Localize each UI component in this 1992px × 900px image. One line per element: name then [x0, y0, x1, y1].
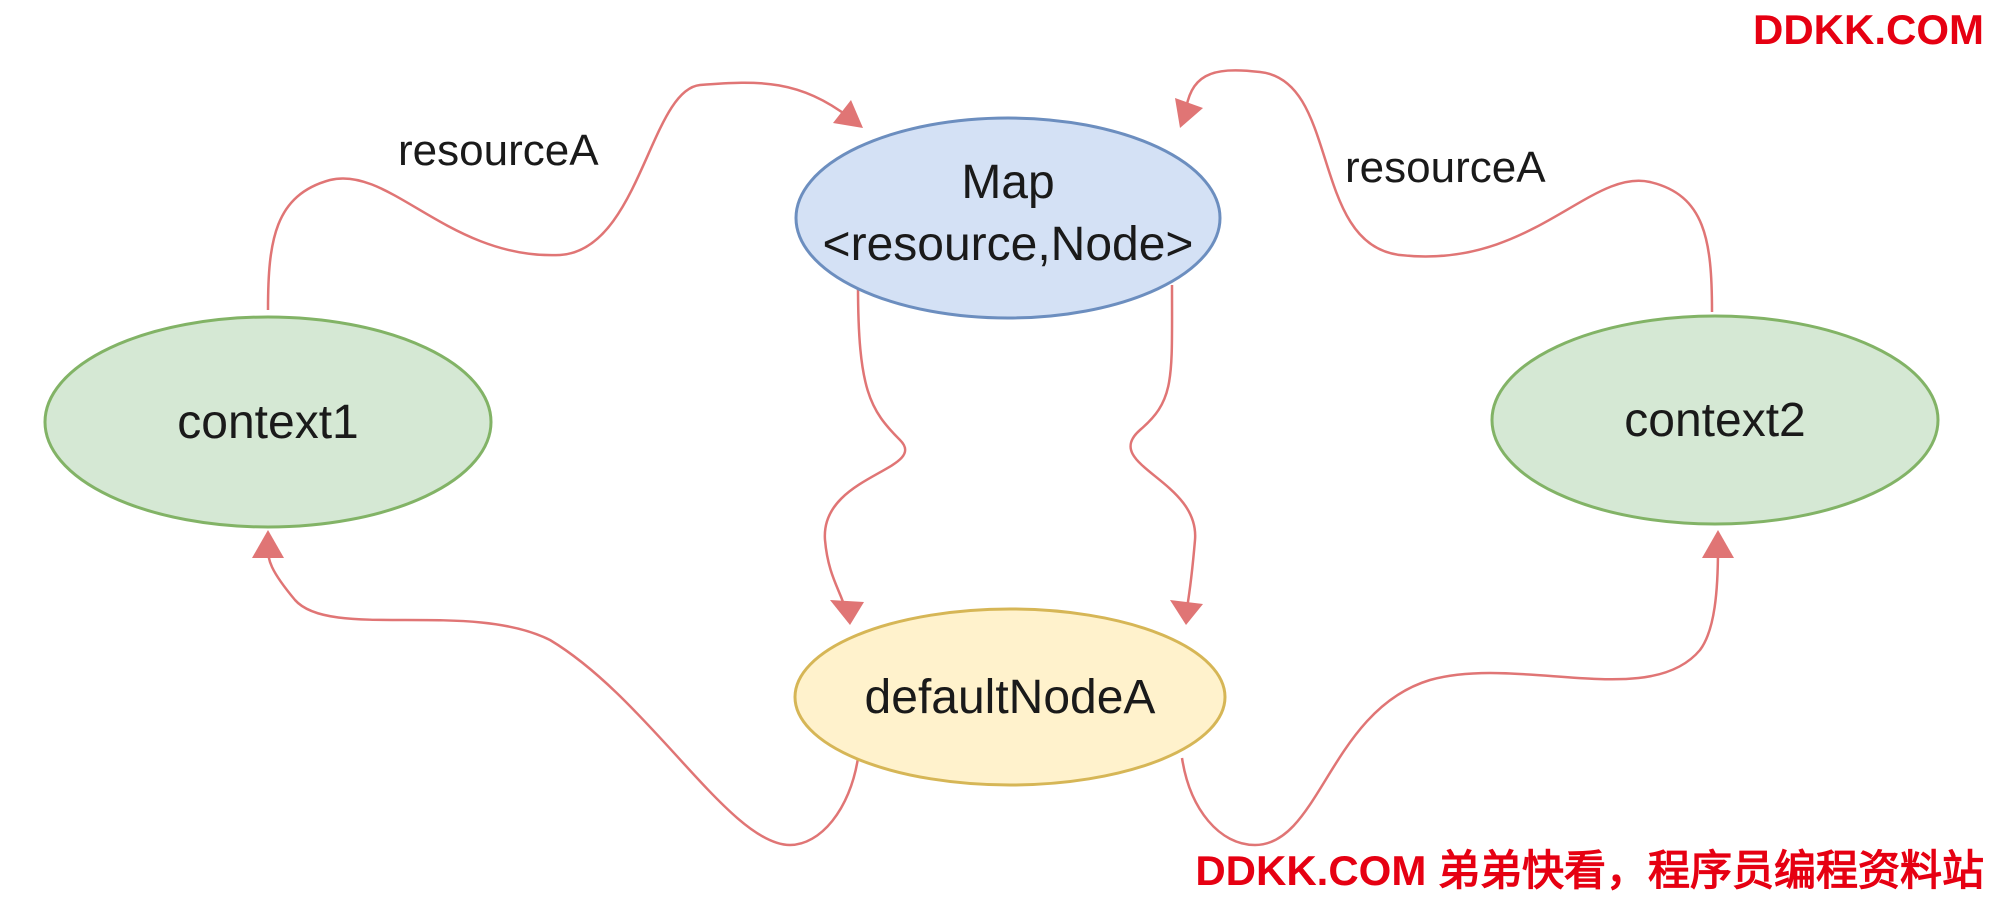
- map-ellipse: [794, 116, 1222, 320]
- default-ellipse: [793, 607, 1227, 787]
- edge-default-to-context2: [1180, 547, 1720, 847]
- context2-label: context2: [1624, 394, 1805, 447]
- node-context2[interactable]: context2: [1490, 314, 1940, 526]
- edge-context2-to-map: [1183, 69, 1714, 313]
- arrowhead-default-left: [830, 600, 864, 625]
- arrowhead-default-right: [1170, 600, 1203, 625]
- edge-label-right: resourceA: [1345, 143, 1546, 192]
- node-map[interactable]: Map <resource,Node>: [794, 116, 1222, 320]
- watermark-bottom: DDKK.COM 弟弟快看，程序员编程资料站: [1195, 847, 1984, 894]
- default-label: defaultNodeA: [865, 671, 1156, 724]
- arrowhead-context2: [1702, 530, 1734, 558]
- edge-context1-to-map: [266, 81, 851, 311]
- edge-label-left: resourceA: [398, 126, 599, 175]
- context1-label: context1: [177, 396, 358, 449]
- edge-map-to-default-right: [1129, 284, 1197, 609]
- watermark-top: DDKK.COM: [1753, 6, 1984, 53]
- context2-ellipse: [1490, 314, 1940, 526]
- node-default[interactable]: defaultNodeA: [793, 607, 1227, 787]
- arrowhead-context1: [252, 530, 284, 558]
- node-context1[interactable]: context1: [43, 315, 493, 529]
- arrowhead-map-right: [1175, 98, 1203, 128]
- edge-default-to-context1: [266, 547, 860, 847]
- edge-map-to-default-left: [823, 284, 907, 609]
- arrowhead-map-left: [833, 100, 863, 128]
- context1-ellipse: [43, 315, 493, 529]
- map-subtitle: <resource,Node>: [823, 218, 1194, 271]
- edges: [252, 69, 1734, 847]
- map-title: Map: [961, 156, 1054, 209]
